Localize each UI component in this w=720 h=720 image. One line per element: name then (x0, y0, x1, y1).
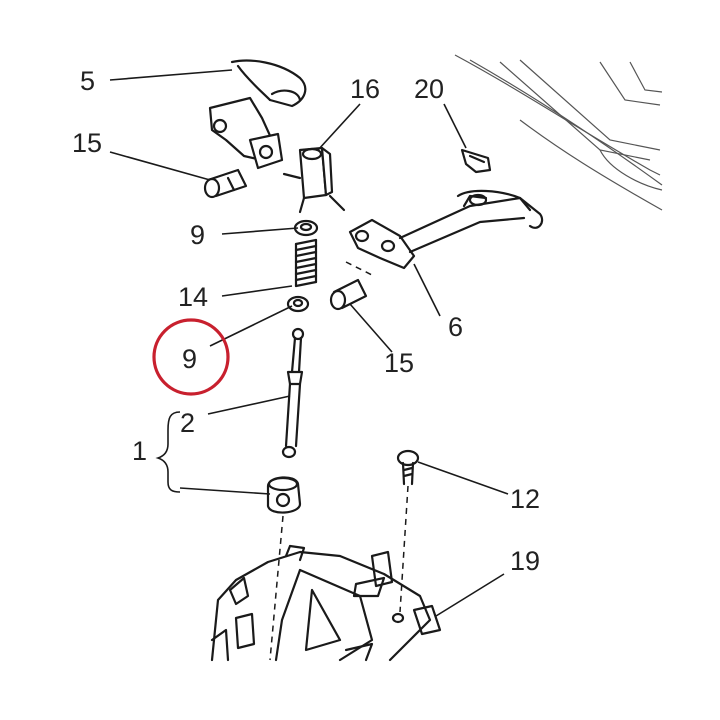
callout-16: 16 (350, 74, 380, 104)
callout-9-highlighted: 9 (182, 344, 197, 374)
highlight-circle (152, 318, 230, 396)
callout-9-upper: 9 (190, 220, 205, 250)
callout-14: 14 (178, 282, 208, 312)
pin-part-15-lower (329, 261, 375, 311)
clip-part-20 (460, 148, 492, 174)
spring-part-14 (294, 238, 318, 288)
callout-5: 5 (80, 66, 95, 96)
group-brace (155, 411, 181, 493)
pin-part-15-upper (203, 168, 248, 199)
shift-rod-part-2 (281, 327, 305, 459)
shift-bracket-part-16 (282, 146, 346, 214)
callout-20: 20 (414, 74, 444, 104)
callout-6: 6 (448, 312, 463, 342)
callout-1: 1 (132, 436, 147, 466)
screw-part-12 (396, 449, 420, 613)
shift-fork-part-6 (348, 189, 544, 270)
rod-socket-part-1 (266, 476, 302, 514)
washer-part-9-upper (293, 219, 319, 237)
assembly-axis (269, 515, 284, 661)
rocker-arm-part-5 (208, 59, 307, 170)
gate-base-part-19 (210, 544, 442, 662)
washer-part-9-lower (286, 295, 310, 313)
callout-2: 2 (180, 408, 195, 438)
housing-outline (454, 54, 663, 211)
callout-15-lower: 15 (384, 348, 414, 378)
callout-12: 12 (510, 484, 540, 514)
callout-15-upper: 15 (72, 128, 102, 158)
leader-lines (109, 69, 509, 617)
callout-19: 19 (510, 546, 540, 576)
